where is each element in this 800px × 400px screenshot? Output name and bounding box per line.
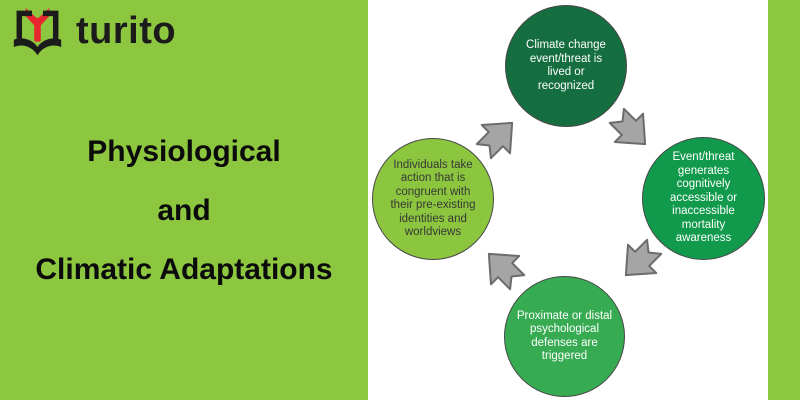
cycle-arrow-up-left-icon [487, 252, 526, 291]
open-book-icon [13, 7, 62, 56]
cycle-arrow-down-right-icon [608, 107, 647, 146]
title-line-1: Physiological [87, 135, 281, 168]
left-green-panel: turito Physiological and Climatic Adapta… [0, 0, 368, 400]
cycle-arrow-up-right-icon [475, 121, 514, 160]
cycle-node-defenses-triggered-label: Proximate or distal psychological defens… [516, 309, 613, 363]
cycle-node-defenses-triggered: Proximate or distal psychological defens… [504, 276, 625, 397]
cycle-node-climate-event: Climate change event/threat is lived or … [505, 5, 627, 127]
cycle-node-mortality-awareness-label: Event/threat generates cognitively acces… [669, 151, 738, 245]
cycle-node-climate-event-label: Climate change event/threat is lived or … [526, 39, 606, 92]
cycle-arrow-down-left-icon [624, 238, 663, 277]
brand-logo: turito [10, 7, 176, 58]
cycle-node-individual-action-label: Individuals take action that is congruen… [390, 158, 476, 239]
brand-name: turito [76, 9, 177, 52]
right-green-strip [768, 0, 800, 400]
cycle-node-mortality-awareness: Event/threat generates cognitively acces… [642, 137, 765, 260]
page-title: Physiological and Climatic Adaptations [0, 122, 368, 299]
title-line-3: Climatic Adaptations [35, 253, 333, 286]
cycle-node-individual-action: Individuals take action that is congruen… [372, 138, 494, 260]
title-line-2: and [157, 194, 211, 227]
